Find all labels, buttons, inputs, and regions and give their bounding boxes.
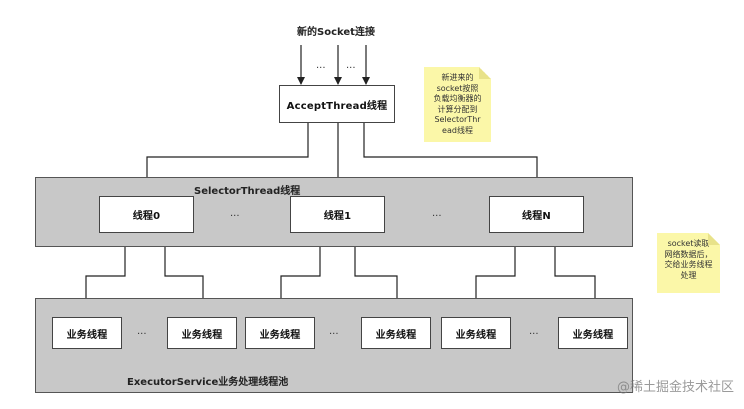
selector-ellipsis-1: ... [230,208,240,219]
note-top-line-1: 新进来的 [441,73,474,82]
selector-region-label: SelectorThread线程 [194,186,301,197]
threadN-to-worker6-arrow [554,233,599,316]
note-right-line-4: 处理 [680,270,697,280]
thread0-to-worker2-arrow [164,233,207,316]
note-right-line-1: socket读取 [667,239,710,248]
diagram-title: 新的Socket连接 [297,27,375,38]
selector-ellipsis-2: ... [432,208,442,219]
executor-region-label: ExecutorService业务处理线程池 [127,377,289,388]
worker-thread-4-label: 业务线程 [375,329,417,341]
worker-thread-3-label: 业务线程 [259,329,301,341]
worker-thread-1-label: 业务线程 [66,329,108,341]
selector-thread-0-label: 线程0 [132,211,161,222]
thread1-to-worker4-arrow [354,233,401,316]
worker-ellipsis-1: ... [137,326,147,337]
thread1-to-worker3-arrow [277,233,321,316]
note-right-line-2: 网络数据后， [664,249,713,259]
incoming-ellipsis-2: ... [346,60,356,71]
worker-ellipsis-3: ... [529,326,539,337]
accept-to-thread0-arrow [143,122,309,196]
incoming-ellipsis-1: ... [316,60,326,71]
selector-thread-0: 线程0 [99,196,194,233]
selector-thread-n: 线程N [489,196,584,233]
watermark: @稀土掘金技术社区 [616,380,734,395]
executor-service-region [35,298,633,393]
accept-thread-box: AcceptThread线程 [279,85,395,123]
note-load-balancer: 新进来的 socket按照 负载均衡器的 计算分配到 SelectorThr e… [424,67,491,142]
worker-thread-2: 业务线程 [167,317,237,349]
thread0-to-worker1-arrow [82,233,126,316]
note-worker-handoff: socket读取 网络数据后， 交给业务线程 处理 [657,233,720,293]
worker-thread-6-label: 业务线程 [572,329,614,341]
selector-thread-1-label: 线程1 [323,211,352,222]
accept-thread-label: AcceptThread线程 [286,100,388,112]
note-top-line-5: SelectorThr [434,115,481,124]
note-top-line-2: socket按照 [436,83,479,93]
note-top-line-4: 计算分配到 [437,104,478,114]
worker-thread-3: 业务线程 [245,317,315,349]
worker-ellipsis-2: ... [329,326,339,337]
worker-thread-2-label: 业务线程 [181,329,223,341]
note-right-line-3: 交给业务线程 [664,260,713,269]
selector-thread-1: 线程1 [290,196,385,233]
worker-thread-4: 业务线程 [361,317,431,349]
note-top-line-3: 负载均衡器的 [433,94,482,103]
selector-thread-n-label: 线程N [522,211,551,222]
worker-thread-5-label: 业务线程 [455,329,497,341]
worker-thread-6: 业务线程 [558,317,628,349]
threadN-to-worker5-arrow [472,233,516,316]
accept-to-threadN-arrow [363,122,541,196]
worker-thread-5: 业务线程 [441,317,511,349]
worker-thread-1: 业务线程 [52,317,122,349]
note-top-line-6: ead线程 [442,125,473,135]
